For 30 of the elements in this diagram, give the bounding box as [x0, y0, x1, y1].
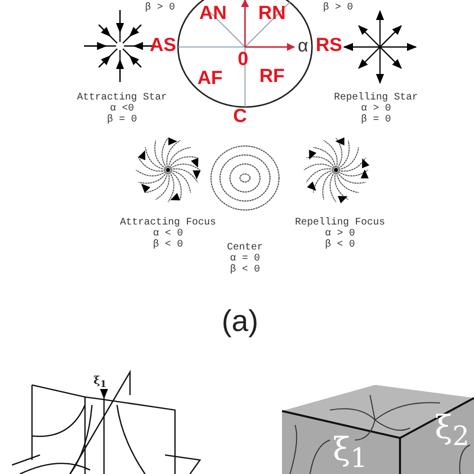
origin-label: 0 [238, 49, 248, 71]
region-label: AN [199, 3, 227, 25]
region-label: C [233, 106, 247, 128]
parameter-condition: α > 0 [361, 104, 391, 114]
parameter-condition: β < 0 [325, 240, 355, 250]
axis-label: α [298, 36, 308, 56]
parameter-condition: β < 0 [153, 240, 183, 250]
axis-label: ξ$_{1}$ [332, 430, 368, 474]
parameter-condition: β > 0 [323, 2, 353, 14]
parameter-condition: β > 0 [145, 2, 175, 14]
region-label: RF [259, 66, 285, 88]
region-label: AS [150, 35, 176, 57]
region-label: AF [197, 68, 223, 90]
parameter-condition: β = 0 [107, 114, 137, 126]
parameter-condition: α = 0 [230, 254, 260, 264]
portrait-caption: Center [227, 242, 263, 254]
region-label: RN [258, 3, 286, 25]
parameter-condition: α <0 [110, 104, 134, 114]
portrait-caption: Attracting Focus [120, 218, 216, 228]
axis-label: ξ$_{1}$ [94, 374, 106, 390]
portrait-caption: Repelling Focus [295, 218, 385, 228]
axis-label: ξ$_{2}$ [434, 408, 470, 452]
portrait-caption: Repelling Star [334, 92, 418, 104]
parameter-condition: β = 0 [361, 114, 391, 126]
parameter-condition: α > 0 [325, 228, 355, 240]
parameter-condition: α < 0 [153, 228, 183, 240]
region-label: RS [316, 35, 342, 57]
portrait-caption: Attracting Star [77, 92, 167, 104]
panel-label: (a) [222, 305, 258, 339]
parameter-condition: β < 0 [230, 264, 260, 276]
